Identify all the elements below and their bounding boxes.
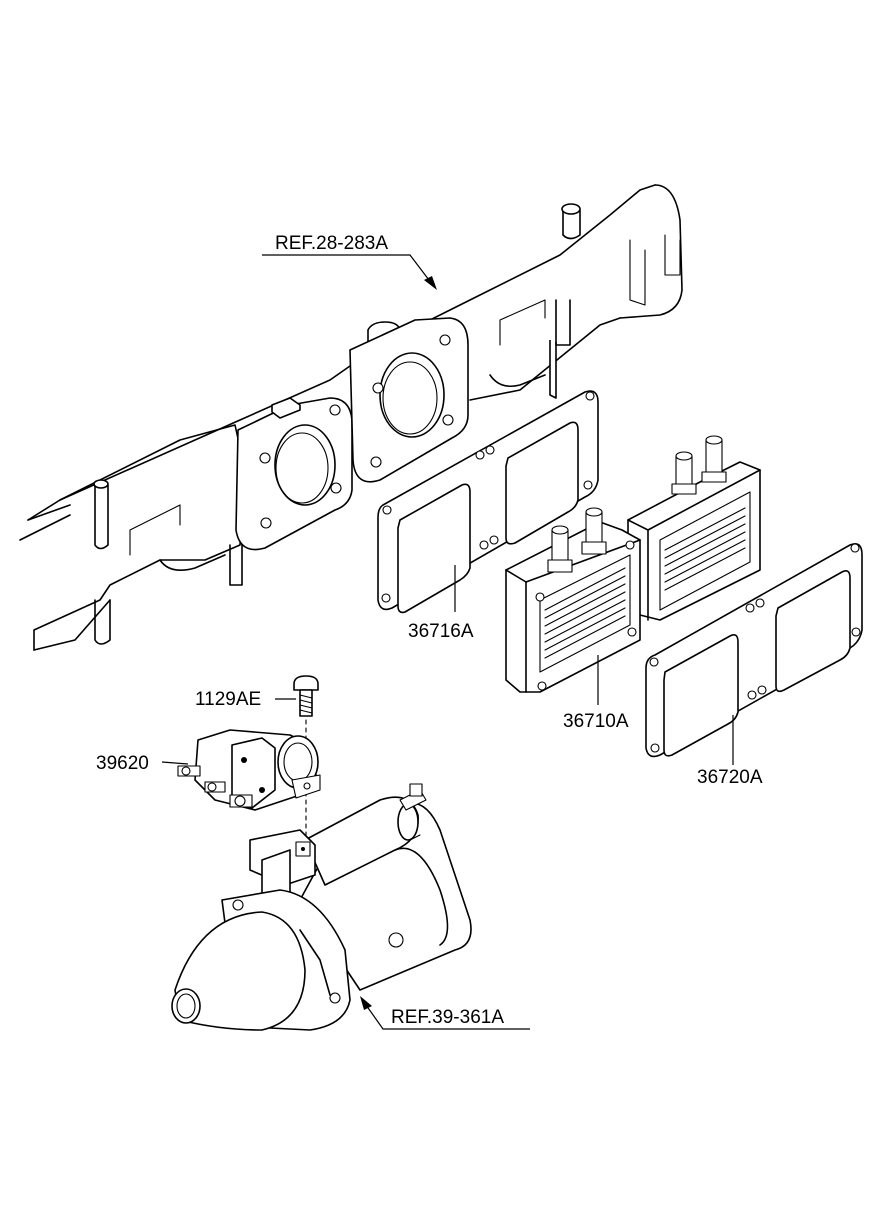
gasket-36720a [645, 542, 863, 758]
label-gasket-front: 36716A [408, 621, 474, 642]
label-relay: 39620 [96, 753, 149, 774]
starter-motor [171, 783, 472, 1031]
heater-36710a [505, 435, 761, 693]
label-gasket-rear: 36720A [697, 767, 763, 788]
gasket-36716a [377, 390, 599, 614]
label-ref-starter: REF.39-361A [391, 1007, 504, 1028]
label-bolt: 1129AE [195, 689, 261, 710]
relay-39620 [177, 729, 321, 811]
callouts: REF.28-283A 36716A 36710A 36720A 1129AE … [96, 233, 763, 1030]
label-heater: 36710A [563, 711, 629, 732]
manifold [19, 184, 683, 651]
label-ref-manifold: REF.28-283A [275, 233, 388, 254]
